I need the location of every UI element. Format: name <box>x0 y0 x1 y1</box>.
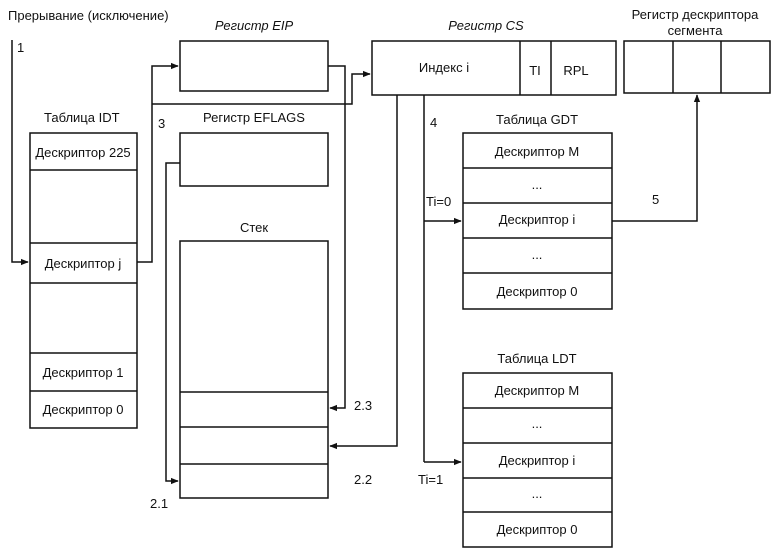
ldt-row: Дескриптор i <box>499 453 576 468</box>
cs-register: Индекс i TI RPL <box>371 40 617 96</box>
gdt-table: Дескриптор M ... Дескриптор i ... Дескри… <box>462 132 613 310</box>
segment-descriptor-register <box>623 40 771 94</box>
idt-row: Дескриптор 225 <box>35 145 130 160</box>
gdt-row: ... <box>532 247 543 262</box>
gdt-row: Дескриптор M <box>495 144 579 159</box>
arrow-step-2-2 <box>329 95 398 450</box>
cs-ti-field: TI <box>529 63 541 78</box>
ldt-frame <box>462 372 613 548</box>
eip-title: Регистр EIP <box>215 18 294 33</box>
idt-table: Дескриптор 225 Дескриптор j Дескриптор 1… <box>29 132 138 429</box>
cs-rpl-field: RPL <box>563 63 588 78</box>
stack-title: Стек <box>240 220 268 235</box>
ldt-row: ... <box>532 416 543 431</box>
gdt-row: Дескриптор i <box>499 212 576 227</box>
idt-title: Таблица IDT <box>44 110 120 125</box>
cs-title: Регистр CS <box>448 18 524 33</box>
ldt-title: Таблица LDT <box>497 351 576 366</box>
ti-one-label: Ti=1 <box>418 472 443 487</box>
step-2-2-label: 2.2 <box>354 472 372 487</box>
cs-frame <box>371 40 617 96</box>
step-1-label: 1 <box>17 40 24 55</box>
arrow-step-1 <box>11 40 29 266</box>
cs-index-field: Индекс i <box>419 60 469 75</box>
arrow-to-eip <box>137 62 179 263</box>
step-2-1-label: 2.1 <box>150 496 168 511</box>
gdt-row: ... <box>532 177 543 192</box>
eflags-register <box>179 132 329 187</box>
step-2-3-label: 2.3 <box>354 398 372 413</box>
stack-frame <box>179 240 329 499</box>
eflags-title: Регистр EFLAGS <box>203 110 305 125</box>
idt-row: Дескриптор 0 <box>43 402 124 417</box>
gdt-row: Дескриптор 0 <box>497 284 578 299</box>
gdt-title: Таблица GDT <box>496 112 578 127</box>
ldt-row: ... <box>532 486 543 501</box>
idt-row: Дескриптор 1 <box>43 365 124 380</box>
ldt-table: Дескриптор M ... Дескриптор i ... Дескри… <box>462 372 613 548</box>
arrow-step-5 <box>612 94 701 222</box>
step-5-label: 5 <box>652 192 659 207</box>
stack <box>179 240 329 499</box>
idt-frame <box>29 132 138 429</box>
interrupt-label: Прерывание (исключение) <box>8 8 169 23</box>
seg-desc-reg-title-1: Регистр дескриптора <box>632 7 759 22</box>
step-4-label: 4 <box>430 115 437 130</box>
ti-zero-label: Ti=0 <box>426 194 451 209</box>
idt-row: Дескриптор j <box>45 256 122 271</box>
step-3-label: 3 <box>158 116 165 131</box>
seg-desc-frame <box>623 40 771 94</box>
arrow-to-cs <box>152 70 371 105</box>
arrow-step-2-1 <box>165 162 180 485</box>
eip-register <box>179 40 329 92</box>
arrow-step-2-3 <box>328 65 346 412</box>
ldt-row: Дескриптор M <box>495 383 579 398</box>
seg-desc-reg-title-2: сегмента <box>668 23 724 38</box>
ldt-row: Дескриптор 0 <box>497 522 578 537</box>
